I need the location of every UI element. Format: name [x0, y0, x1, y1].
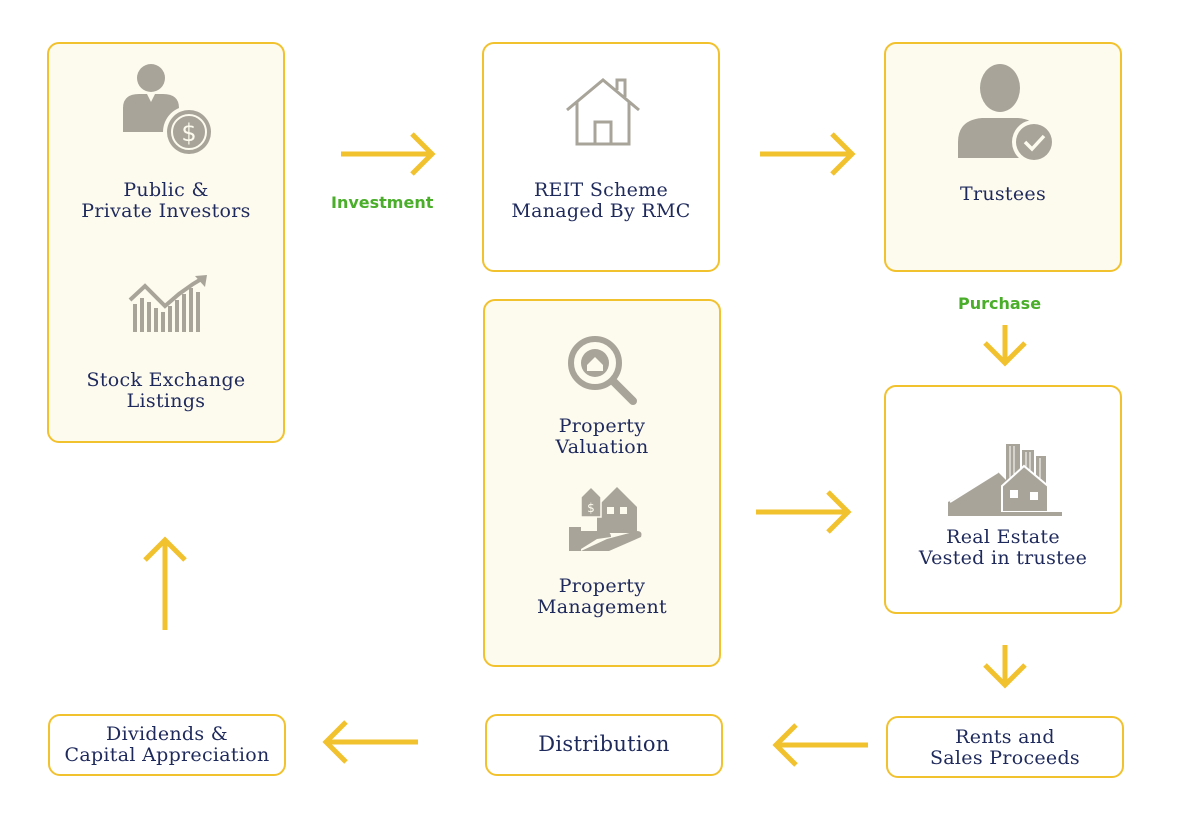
svg-text:$: $: [181, 119, 196, 147]
dividends-to-investors-arrow: [143, 536, 187, 630]
property-search-icon: [568, 336, 637, 405]
purchase-edge-label: Purchase: [958, 294, 1042, 313]
property-to-real-estate-arrow: [756, 490, 852, 534]
purchase-arrow: [983, 325, 1027, 367]
property-node: Property Valuation $ Property Management: [483, 299, 721, 667]
stock-chart-icon: [128, 275, 207, 332]
property-hand-icon: $: [569, 485, 642, 551]
dividends-label: Dividends & Capital Appreciation: [64, 723, 270, 766]
investment-arrow: [341, 132, 436, 176]
real-estate-label: Real Estate Vested in trustee: [918, 526, 1088, 569]
trustees-label: Trustees: [959, 183, 1047, 205]
house-outline-icon: [566, 78, 640, 146]
real-estate-to-rents-arrow: [983, 645, 1027, 689]
reit-scheme-node: REIT Scheme Managed By RMC: [482, 42, 720, 272]
investor-dollar-icon: $: [123, 64, 215, 158]
reit-to-trustees-arrow: [760, 132, 856, 176]
investors-node: $ Public & Private Investors Stock Excha…: [47, 42, 285, 443]
distribution-label: Distribution: [538, 732, 670, 756]
distribution-to-dividends-arrow: [322, 720, 418, 764]
rents-to-distribution-arrow: [772, 723, 868, 767]
distribution-node: Distribution: [485, 714, 723, 776]
reit-label: REIT Scheme Managed By RMC: [511, 179, 691, 222]
investment-edge-label: Investment: [331, 193, 434, 212]
rents-node: Rents and Sales Proceeds: [886, 716, 1124, 778]
svg-text:$: $: [587, 501, 595, 515]
investors-label: Public & Private Investors: [81, 179, 251, 222]
real-estate-buildings-icon: [948, 444, 1062, 516]
dividends-node: Dividends & Capital Appreciation: [48, 714, 286, 776]
rents-label: Rents and Sales Proceeds: [929, 726, 1080, 769]
stock-exchange-label: Stock Exchange Listings: [86, 369, 246, 412]
property-management-label: Property Management: [537, 575, 667, 618]
trustees-node: Trustees: [884, 42, 1122, 272]
property-valuation-label: Property Valuation: [555, 415, 649, 458]
real-estate-node: Real Estate Vested in trustee: [884, 385, 1122, 614]
trustee-check-icon: [958, 64, 1056, 164]
